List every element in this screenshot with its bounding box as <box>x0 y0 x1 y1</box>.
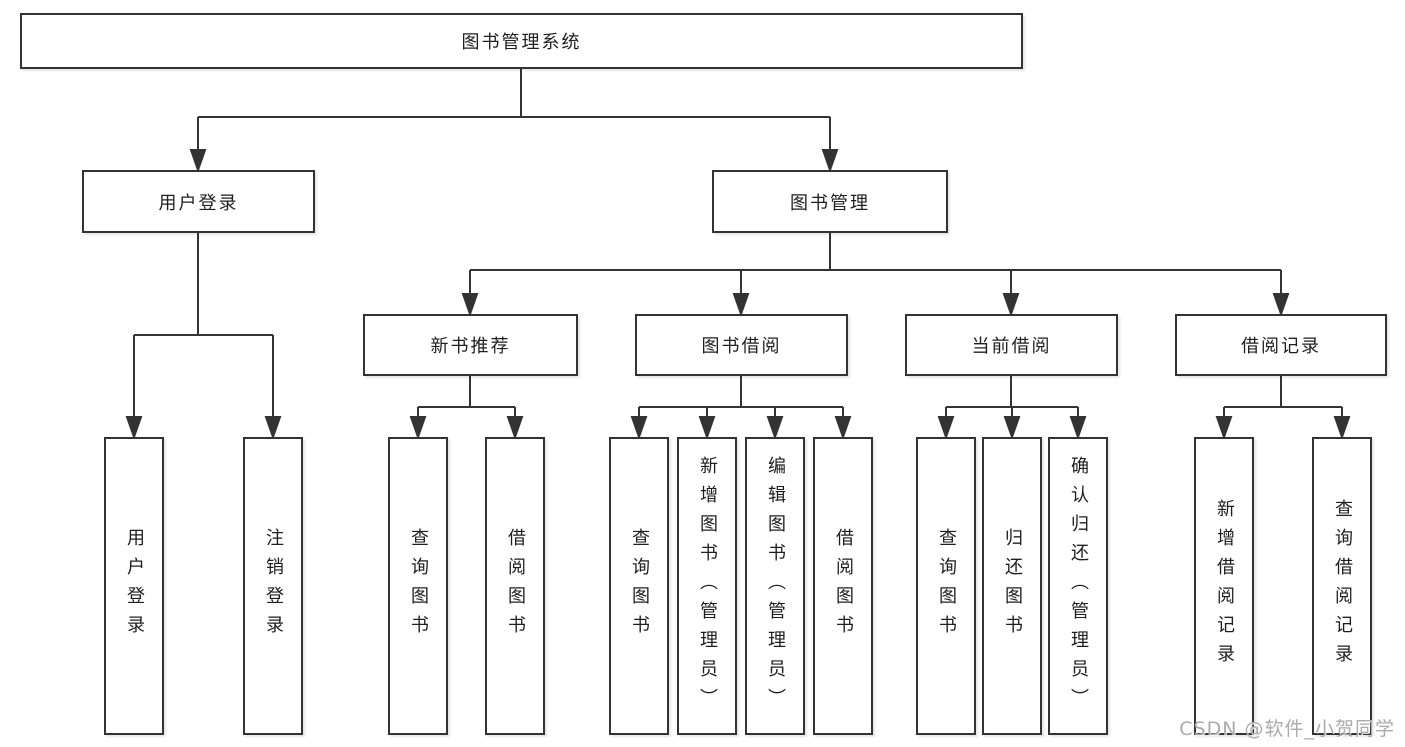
node-current-borrow: 当前借阅 <box>905 314 1118 376</box>
leaf-label: 查询借阅记录 <box>1332 499 1353 673</box>
node-label: 当前借阅 <box>971 336 1052 357</box>
leaf-label: 归还图书 <box>1002 528 1023 644</box>
node-new-book-recommend: 新书推荐 <box>363 314 578 376</box>
leaf-label: 新增借阅记录 <box>1214 499 1235 673</box>
leaf-label: 查询图书 <box>936 528 957 644</box>
node-label: 图书管理 <box>790 192 870 214</box>
leaf-label: 新增图书（管理员） <box>697 455 718 717</box>
node-book-management: 图书管理 <box>712 170 948 233</box>
leaf-query-books-current: 查询图书 <box>916 437 976 735</box>
node-label: 用户登录 <box>158 192 239 214</box>
leaf-query-borrow-record: 查询借阅记录 <box>1312 437 1372 735</box>
leaf-label: 确认归还（管理员） <box>1068 455 1089 717</box>
leaf-label: 用户登录 <box>124 528 145 644</box>
leaf-return-book: 归还图书 <box>982 437 1042 735</box>
leaf-label: 注销登录 <box>263 528 284 644</box>
leaf-add-book-admin: 新增图书（管理员） <box>677 437 737 735</box>
node-label: 借阅记录 <box>1241 336 1321 357</box>
node-label: 新书推荐 <box>430 336 511 357</box>
leaf-borrow-books: 借阅图书 <box>813 437 873 735</box>
leaf-add-borrow-record: 新增借阅记录 <box>1194 437 1254 735</box>
node-borrow-records: 借阅记录 <box>1175 314 1387 376</box>
leaf-label: 借阅图书 <box>833 528 854 644</box>
node-label: 图书管理系统 <box>461 32 582 53</box>
leaf-confirm-return-admin: 确认归还（管理员） <box>1048 437 1108 735</box>
leaf-query-books-recommend: 查询图书 <box>388 437 448 735</box>
node-book-borrow: 图书借阅 <box>635 314 848 376</box>
node-user-login: 用户登录 <box>82 170 315 233</box>
leaf-user-login: 用户登录 <box>104 437 164 735</box>
node-library-management-system: 图书管理系统 <box>20 13 1023 69</box>
leaf-label: 借阅图书 <box>505 528 526 644</box>
leaf-borrow-books-recommend: 借阅图书 <box>485 437 545 735</box>
leaf-label: 查询图书 <box>408 528 429 644</box>
leaf-query-books-borrow: 查询图书 <box>609 437 669 735</box>
leaf-label: 编辑图书（管理员） <box>765 455 786 717</box>
node-label: 图书借阅 <box>701 336 782 357</box>
leaf-edit-book-admin: 编辑图书（管理员） <box>745 437 805 735</box>
leaf-logout: 注销登录 <box>243 437 303 735</box>
leaf-label: 查询图书 <box>629 528 650 644</box>
watermark-text: CSDN @软件_小贺同学 <box>1179 718 1395 740</box>
